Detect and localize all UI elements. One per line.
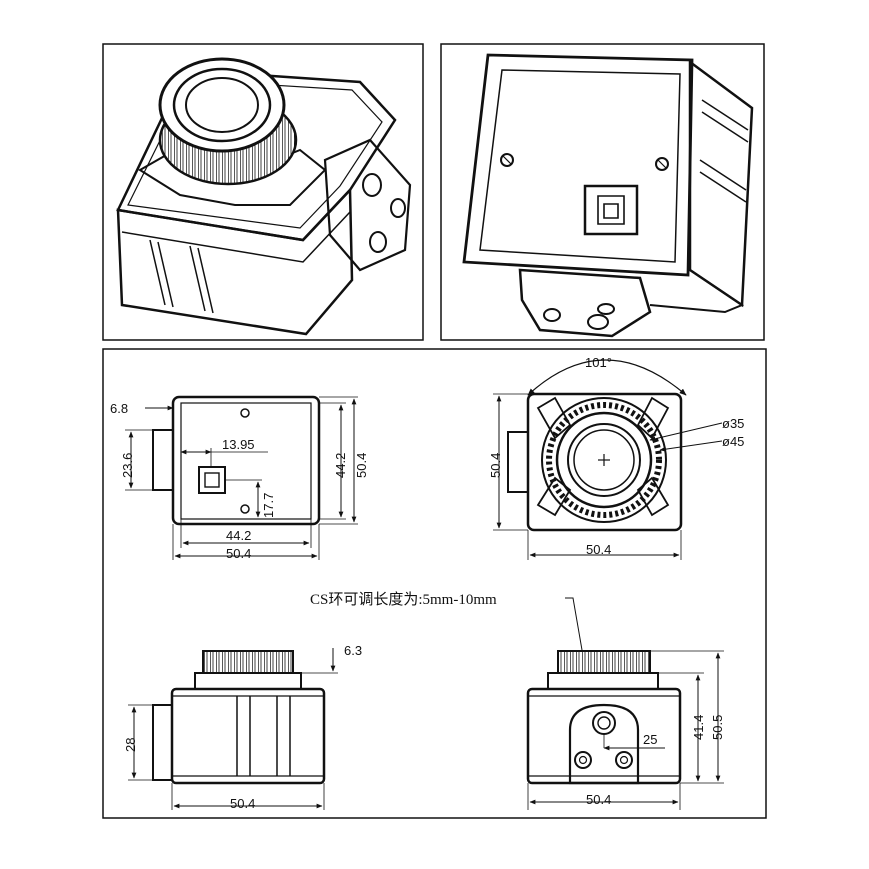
dim-28: 28 xyxy=(123,738,138,752)
dim-dia-35: ø35 xyxy=(722,416,744,431)
dim-44-2-horizontal: 44.2 xyxy=(226,528,251,543)
dim-23-6: 23.6 xyxy=(120,453,135,478)
dim-17-7: 17.7 xyxy=(261,493,276,518)
bottom-mount-block xyxy=(568,703,640,785)
lens-glass xyxy=(185,77,259,133)
dim-25: 25 xyxy=(643,732,657,747)
dim-side-50-4: 50.4 xyxy=(230,796,255,811)
bottom-mount-hole xyxy=(592,711,616,735)
dim-front-50-4-horizontal: 50.4 xyxy=(586,542,611,557)
lens-outer-ring xyxy=(541,397,667,523)
side-cs-ring xyxy=(202,650,294,674)
side-mount-block xyxy=(152,704,173,781)
rear-ortho-view: 6.8 23.6 13.95 17.7 44.2 50.4 44.2 50 xyxy=(110,395,369,561)
panel-frame-top-left xyxy=(102,43,424,341)
dim-dia-45: ø45 xyxy=(722,434,744,449)
rear-body-side xyxy=(688,59,754,308)
screw-icon xyxy=(655,157,669,171)
dim-front-50-4-vertical: 50.4 xyxy=(488,453,503,478)
screw-icon xyxy=(574,751,592,769)
dim-50-4-vertical: 50.4 xyxy=(354,453,369,478)
dim-angle-101: 101° xyxy=(585,355,612,370)
dim-50-4-horizontal: 50.4 xyxy=(226,546,251,561)
front-side-block xyxy=(507,431,529,493)
dim-41-4: 41.4 xyxy=(691,715,706,740)
knurl-ring xyxy=(546,402,662,518)
dim-bottom-50-4: 50.4 xyxy=(586,792,611,807)
panel-frame-top-right xyxy=(440,43,765,341)
mount-block xyxy=(323,138,412,272)
side-body xyxy=(170,687,326,785)
dim-13-95: 13.95 xyxy=(222,437,255,452)
usb-port-ortho xyxy=(198,466,226,494)
perspective-rear-view xyxy=(440,43,765,341)
camera-body-sides xyxy=(116,186,354,336)
screw-icon xyxy=(500,153,514,167)
dim-6-3: 6.3 xyxy=(344,643,362,658)
dim-44-2-vertical: 44.2 xyxy=(333,453,348,478)
usb-port xyxy=(583,184,639,236)
screw-icon xyxy=(240,504,250,514)
perspective-front-view xyxy=(102,43,424,341)
bottom-cs-ring xyxy=(557,650,651,674)
panel-frame-bottom xyxy=(102,348,767,819)
rear-plate xyxy=(462,53,694,277)
rear-side-block xyxy=(152,429,174,491)
screw-icon xyxy=(240,408,250,418)
cs-ring-note: CS环可调长度为:5mm-10mm xyxy=(310,591,497,608)
dim-50-5: 50.5 xyxy=(710,715,725,740)
screw-icon xyxy=(615,751,633,769)
bottom-ortho-view: 25 41.4 50.5 50.4 xyxy=(526,650,725,810)
lens-aperture xyxy=(567,423,641,497)
mount-hole xyxy=(362,173,382,197)
side-ortho-view: 6.3 28 50.4 xyxy=(123,643,362,811)
front-ortho-view: 101° ø35 ø45 50.4 50.4 xyxy=(488,355,744,560)
rear-mount-block xyxy=(518,268,652,338)
dim-6-8: 6.8 xyxy=(110,401,128,416)
